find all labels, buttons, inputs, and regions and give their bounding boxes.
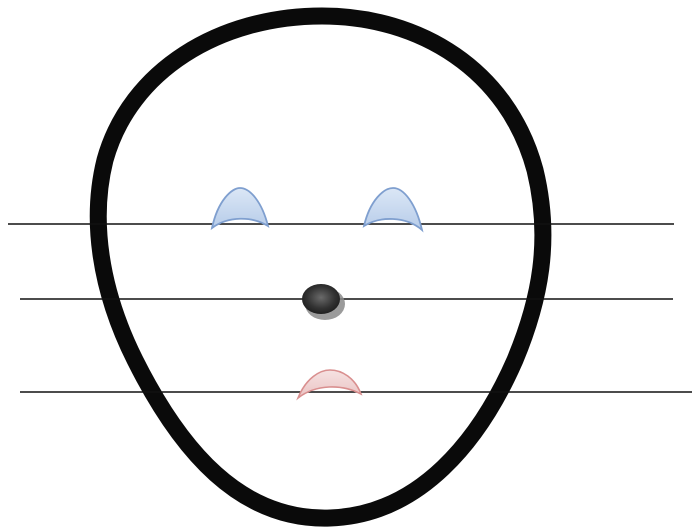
mouth-icon	[296, 369, 363, 401]
face-outline-icon	[89, 7, 552, 527]
nose-icon	[302, 284, 345, 320]
eye-icon	[210, 187, 270, 231]
eye-icon	[362, 187, 424, 233]
